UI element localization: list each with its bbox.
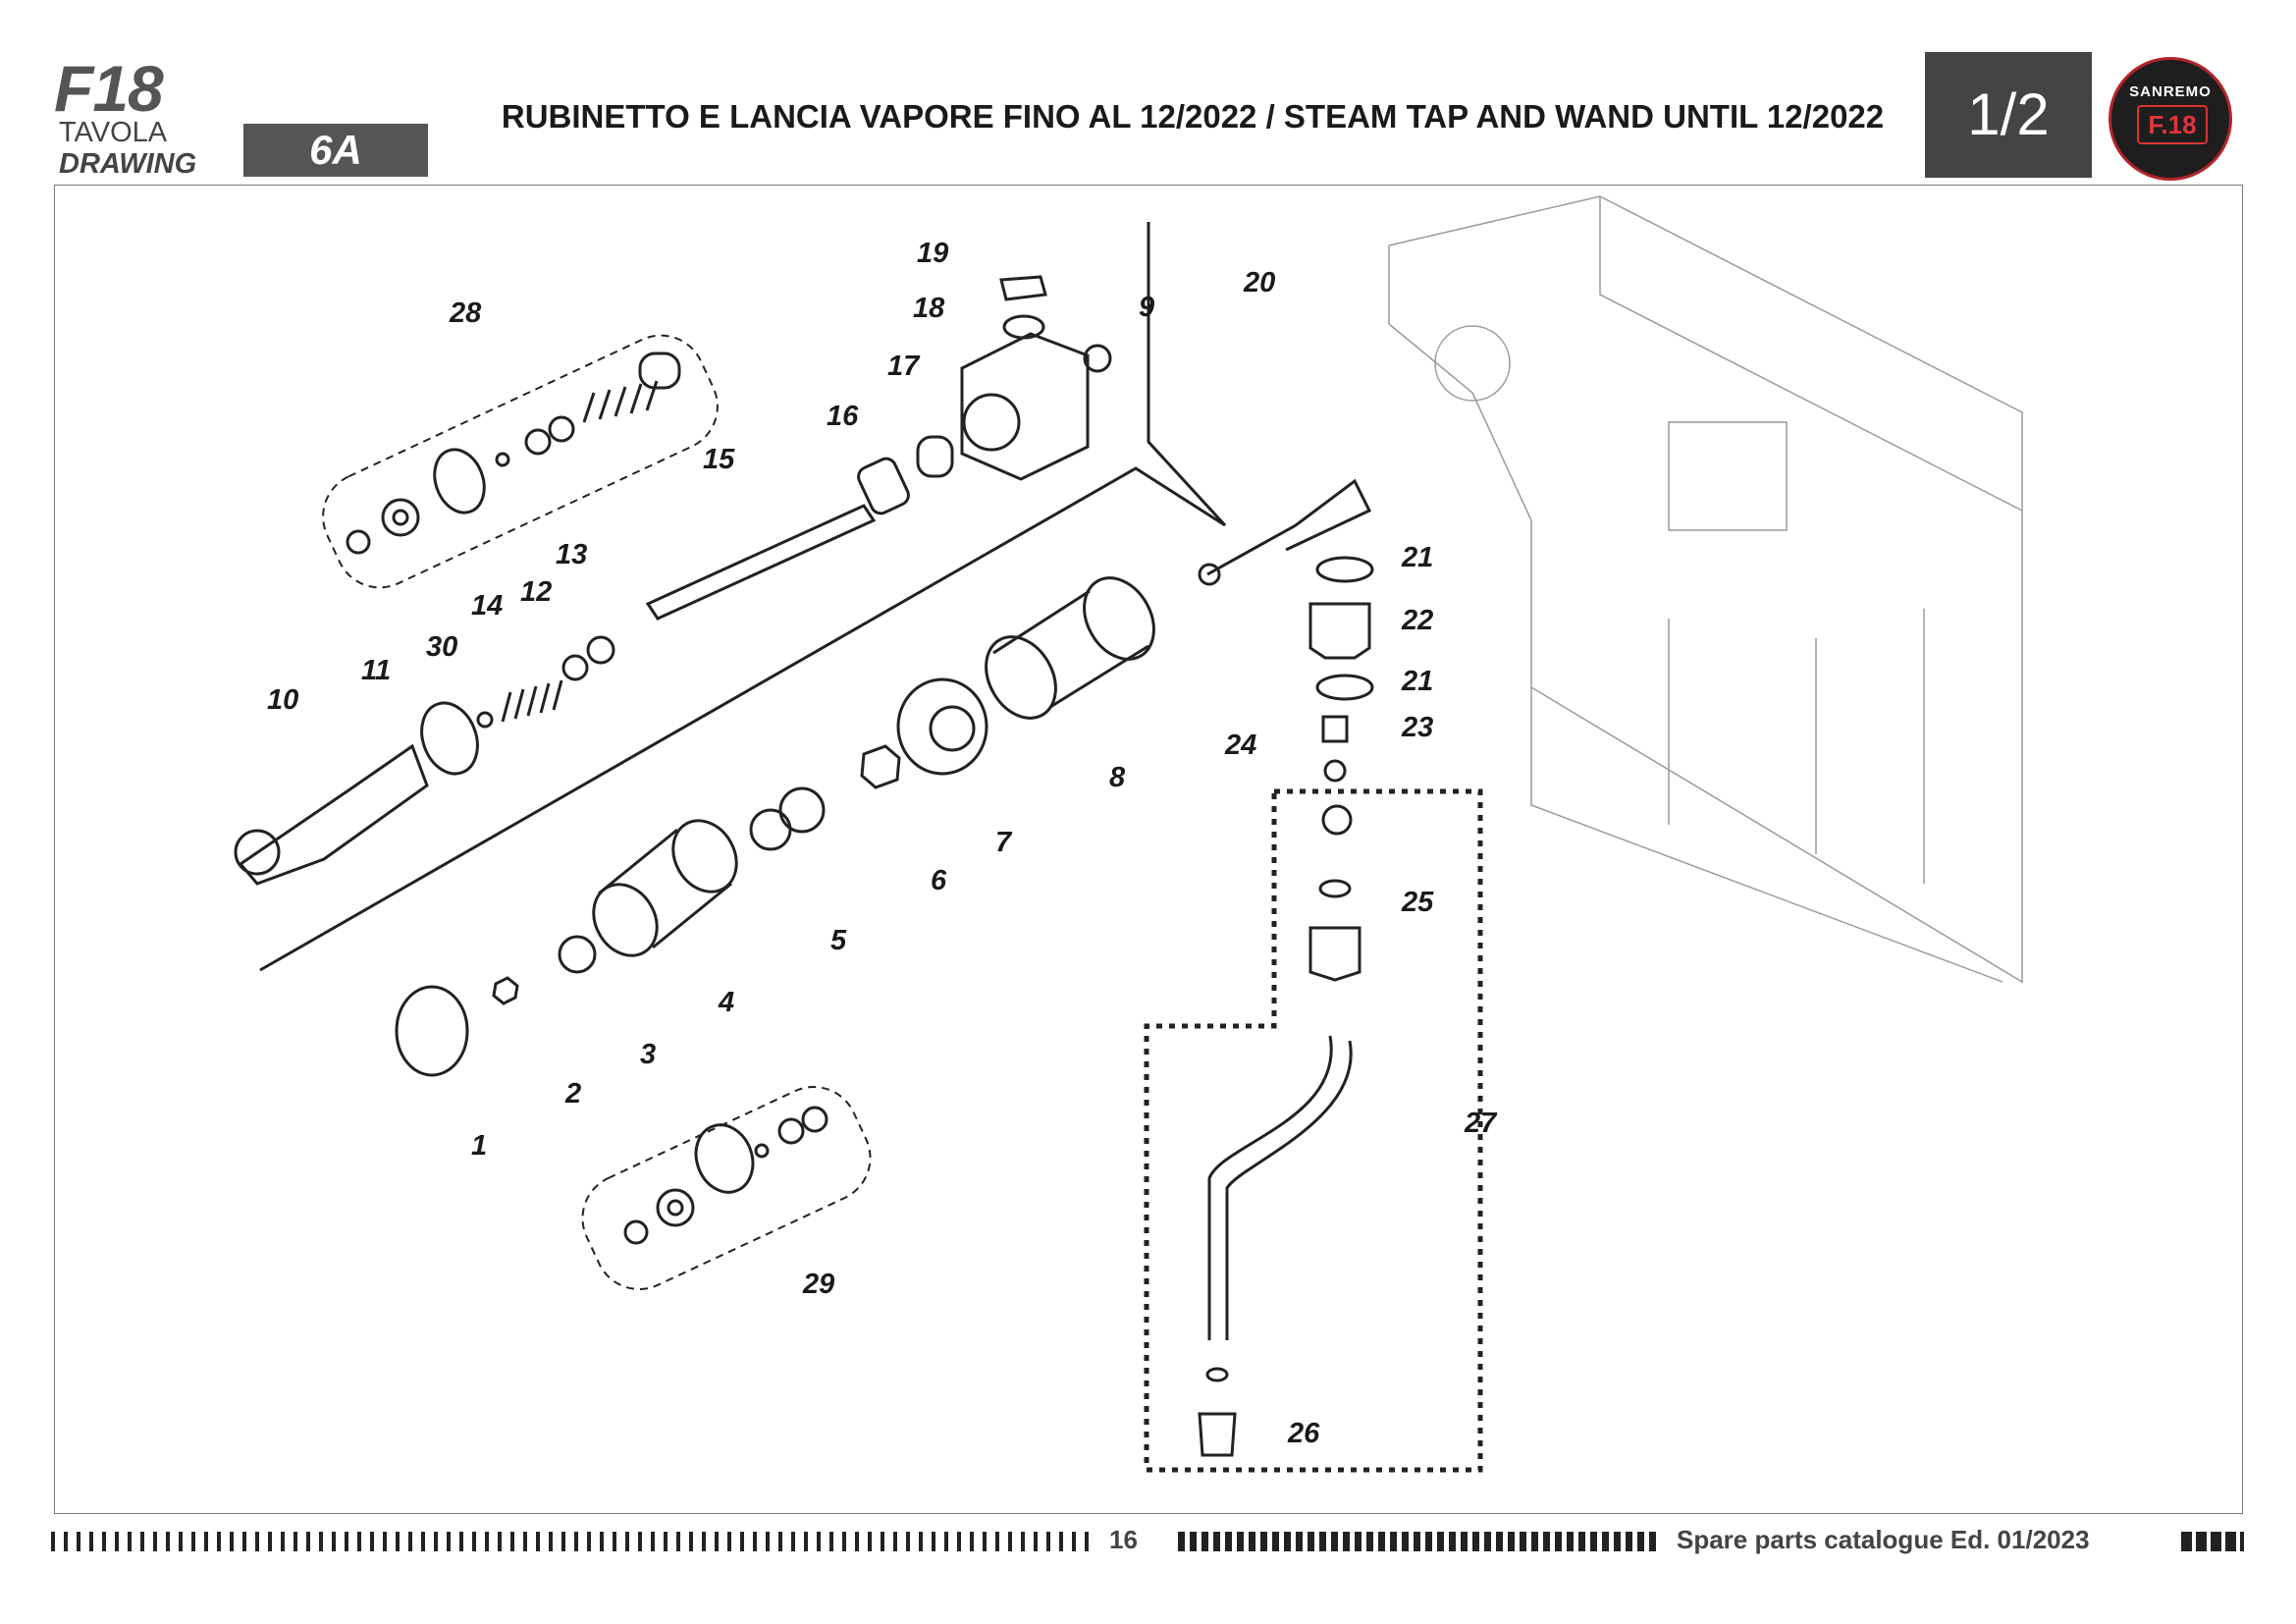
part-13-seal bbox=[586, 635, 615, 665]
callout-27: 27 bbox=[1464, 1108, 1498, 1139]
separator-line bbox=[259, 466, 1226, 972]
part-29-parts bbox=[623, 1106, 828, 1245]
part-11-ring bbox=[420, 701, 479, 776]
part-25-ring bbox=[1318, 879, 1352, 898]
callout-15: 15 bbox=[703, 444, 735, 475]
logo-model-text: F.18 bbox=[2137, 105, 2208, 144]
part-1-knob bbox=[395, 985, 469, 1077]
callout-18: 18 bbox=[913, 293, 945, 324]
callout-20: 20 bbox=[1243, 267, 1275, 298]
callout-3: 3 bbox=[640, 1039, 656, 1070]
page-title: RUBINETTO E LANCIA VAPORE FINO AL 12/202… bbox=[501, 98, 1885, 135]
part-16-bushing bbox=[916, 435, 954, 478]
drawing-label: DRAWING bbox=[59, 148, 197, 180]
callout-11: 11 bbox=[361, 655, 391, 686]
drawing-frame bbox=[54, 185, 2243, 1514]
callout-13: 13 bbox=[556, 539, 587, 570]
callout-30: 30 bbox=[426, 631, 457, 663]
part-21-ring-lower bbox=[1315, 674, 1374, 701]
group-28-outline bbox=[322, 334, 719, 589]
part-19-cap bbox=[999, 275, 1047, 301]
footer-bars-middle bbox=[1178, 1532, 1661, 1551]
part-7-cup bbox=[896, 677, 988, 776]
callout-23: 23 bbox=[1401, 712, 1433, 743]
callout-29: 29 bbox=[802, 1269, 834, 1300]
part-17-valve-body bbox=[960, 332, 1090, 481]
part-27-nut bbox=[1308, 926, 1362, 982]
part-10-body bbox=[238, 743, 429, 886]
brand-logo: SANREMO F.18 bbox=[2109, 57, 2232, 181]
callout-5: 5 bbox=[830, 925, 847, 956]
group-29-outline bbox=[581, 1086, 872, 1290]
callout-26: 26 bbox=[1287, 1418, 1320, 1449]
tavola-label: TAVOLA bbox=[59, 117, 168, 148]
part-24-plug bbox=[1323, 759, 1347, 783]
part-21-ring-upper bbox=[1315, 556, 1374, 583]
callout-16: 16 bbox=[827, 401, 859, 432]
callout-labels: 1 2 3 4 5 6 7 8 9 10 11 12 13 14 15 16 1… bbox=[267, 238, 1498, 1449]
part-4-sleeve bbox=[598, 828, 732, 949]
callout-21a: 21 bbox=[1401, 542, 1433, 573]
callout-21b: 21 bbox=[1401, 666, 1433, 697]
catalogue-edition: Spare parts catalogue Ed. 01/2023 bbox=[1677, 1525, 2090, 1554]
part-6-nut bbox=[860, 744, 901, 789]
callout-1: 1 bbox=[471, 1130, 487, 1162]
part-27-wand-tube bbox=[1207, 1035, 1353, 1340]
part-27-ball bbox=[1321, 804, 1353, 836]
part-18-ring bbox=[1002, 314, 1045, 340]
part-14-spring bbox=[501, 679, 563, 723]
separator-line bbox=[1147, 222, 1227, 527]
page-number: 16 bbox=[1109, 1525, 1138, 1554]
footer-bars-right bbox=[2181, 1532, 2244, 1551]
callout-6: 6 bbox=[931, 865, 947, 896]
callout-10: 10 bbox=[267, 684, 298, 716]
footer-bars-left bbox=[51, 1532, 1090, 1551]
callout-24: 24 bbox=[1224, 730, 1256, 761]
callout-25: 25 bbox=[1401, 887, 1434, 918]
model-code: F18 bbox=[54, 52, 164, 125]
callout-19: 19 bbox=[917, 238, 948, 269]
callout-2: 2 bbox=[564, 1078, 581, 1110]
part-15-shaft bbox=[645, 504, 877, 621]
part-3-bearing bbox=[558, 935, 597, 974]
callout-4: 4 bbox=[718, 987, 734, 1018]
callout-8: 8 bbox=[1109, 762, 1126, 793]
drawing-number: 6A bbox=[243, 124, 428, 177]
callout-22: 22 bbox=[1401, 605, 1433, 636]
part-2-nut bbox=[492, 976, 519, 1005]
part-9-valve-assembly bbox=[1206, 478, 1372, 576]
page-indicator: 1/2 bbox=[1925, 52, 2092, 178]
callout-12: 12 bbox=[520, 576, 552, 608]
part-22-fitting bbox=[1308, 602, 1371, 660]
machine-frame bbox=[1388, 195, 2023, 984]
callout-28: 28 bbox=[449, 298, 482, 329]
part-28-parts bbox=[346, 352, 681, 555]
callout-7: 7 bbox=[995, 827, 1013, 858]
logo-brand-text: SANREMO bbox=[2129, 83, 2212, 100]
group-27-outline bbox=[1144, 788, 1483, 1473]
part-23-plug bbox=[1321, 715, 1349, 743]
part-12-oring bbox=[561, 654, 589, 681]
part-8-sleeve bbox=[992, 589, 1149, 709]
callout-9: 9 bbox=[1139, 292, 1154, 323]
callout-14: 14 bbox=[471, 590, 503, 622]
part-30-washer bbox=[476, 711, 494, 729]
callout-17: 17 bbox=[887, 351, 921, 382]
part-5-washer bbox=[749, 808, 792, 851]
part-26-tip bbox=[1198, 1412, 1237, 1457]
